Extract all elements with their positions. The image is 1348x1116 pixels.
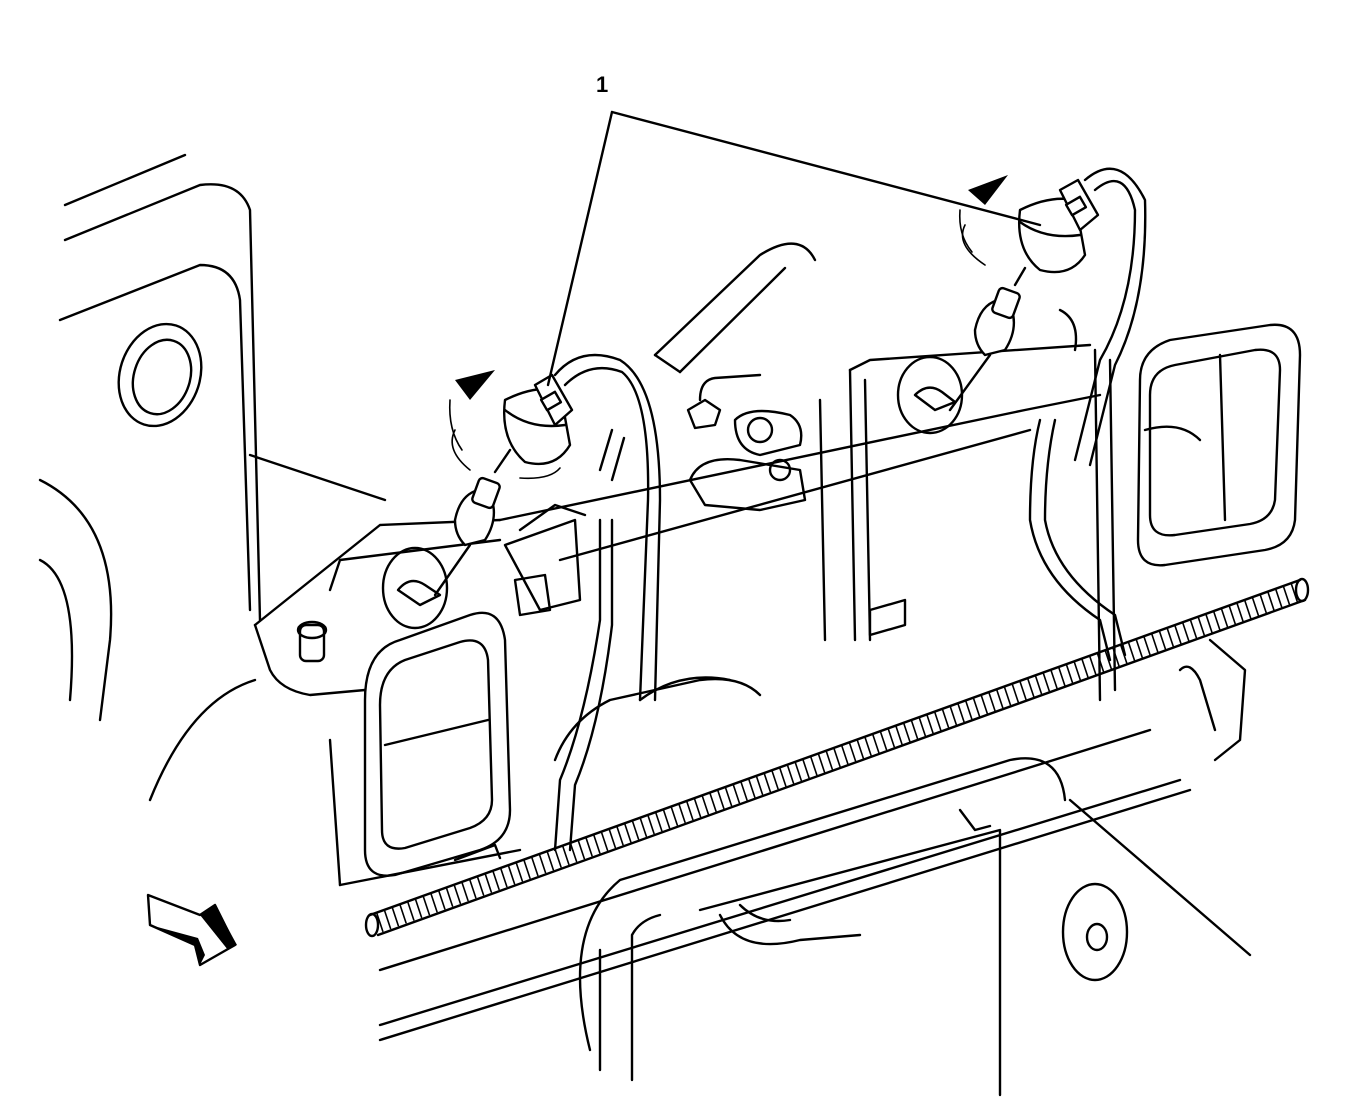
right-lamp-opening xyxy=(1136,323,1302,567)
left-bulb xyxy=(433,448,512,597)
curved-arrow-icon xyxy=(448,370,495,451)
curved-arrow-icon xyxy=(958,175,1008,253)
left-mount-hardware xyxy=(296,546,449,663)
right-wiring-harness xyxy=(1028,167,1147,662)
left-side-panel xyxy=(38,153,387,802)
left-lamp-opening xyxy=(363,611,512,877)
callout-label: 1 xyxy=(596,72,609,97)
right-bulb-socket xyxy=(961,178,1100,274)
center-bracket xyxy=(503,242,817,617)
callout-leader-lines xyxy=(546,110,1042,387)
left-wiring-harness xyxy=(553,353,762,852)
threaded-rod xyxy=(364,577,1310,938)
lower-grommet xyxy=(1061,882,1129,982)
tail-panel xyxy=(253,343,1252,1097)
right-bulb xyxy=(948,266,1027,412)
view-direction-arrow-icon xyxy=(146,893,237,967)
